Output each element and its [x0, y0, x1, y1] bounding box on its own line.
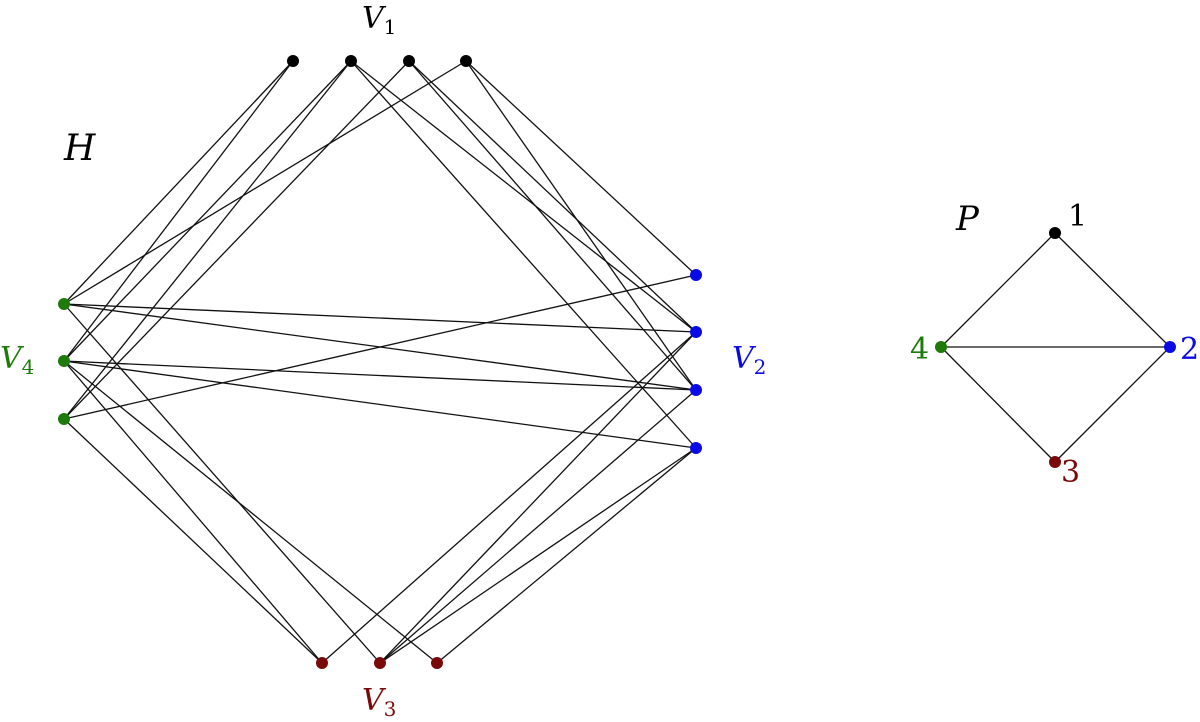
h-edge-c2-b4	[379, 447, 697, 664]
h-vertex-v1-a2	[345, 55, 357, 67]
part-label-v3-index: 3	[384, 697, 397, 721]
h-edge-c2-b3	[379, 389, 697, 664]
h-vertex-v2-b3	[690, 384, 702, 396]
h-vertex-v4-d1	[58, 298, 70, 310]
p-edge-p1-p2	[1054, 232, 1171, 348]
graph-h-title: H	[63, 128, 96, 169]
graph-p-edges	[940, 232, 1171, 463]
p-vertex-1	[1049, 227, 1061, 239]
part-label-v3: V3	[362, 683, 396, 721]
p-vertex-3	[1049, 456, 1061, 468]
p-vertex-label-4: 4	[910, 332, 929, 367]
h-vertex-v3-c3	[431, 657, 443, 669]
h-edge-a2-b2	[350, 60, 697, 333]
h-vertex-v2-b2	[690, 326, 702, 338]
p-vertex-4	[935, 341, 947, 353]
h-vertex-v1-a3	[403, 55, 415, 67]
h-edge-a4-b1	[465, 60, 697, 276]
h-vertex-v1-a4	[460, 55, 472, 67]
h-vertex-v3-c2	[374, 657, 386, 669]
h-edge-d2-c1	[63, 360, 323, 664]
part-label-v2-index: 2	[754, 355, 767, 379]
part-label-v4-index: 4	[22, 355, 35, 379]
h-edge-a3-b2	[408, 60, 697, 333]
graph-p-title: P	[955, 199, 980, 239]
part-label-v4: V4	[0, 341, 34, 379]
part-label-v1-letter: V	[362, 1, 387, 36]
p-vertex-label-2: 2	[1180, 332, 1199, 367]
p-vertex-label-1: 1	[1068, 199, 1087, 234]
p-vertex-label-3: 3	[1061, 455, 1080, 490]
h-vertex-v4-d2	[58, 355, 70, 367]
h-edge-a3-b3	[408, 60, 697, 391]
part-label-v2: V2	[732, 341, 766, 379]
h-vertex-v3-c1	[316, 657, 328, 669]
h-vertex-v1-a1	[287, 55, 299, 67]
part-label-v2-letter: V	[732, 341, 757, 376]
h-edge-a1-d1	[63, 60, 294, 305]
h-edge-d2-b3	[63, 360, 697, 391]
h-vertex-v2-b1	[690, 269, 702, 281]
h-edge-a2-d3	[63, 60, 352, 420]
h-vertex-v4-d3	[58, 413, 70, 425]
part-label-v1: V1	[362, 1, 396, 39]
graph-h-vertices	[58, 55, 702, 669]
p-vertex-2	[1164, 341, 1176, 353]
h-edge-c2-b2	[379, 331, 697, 664]
h-edge-d1-b2	[63, 303, 697, 333]
part-label-v3-letter: V	[362, 683, 387, 718]
h-edge-a4-d1	[63, 60, 467, 305]
h-edge-a1-d2	[63, 60, 294, 362]
graph-p-vertices	[935, 227, 1176, 468]
p-edge-p1-p4	[940, 232, 1056, 348]
part-label-v1-index: 1	[384, 15, 397, 39]
h-edge-c1-b2	[321, 331, 697, 664]
h-edge-a2-b4	[350, 60, 697, 449]
p-edge-p4-p3	[940, 346, 1056, 463]
h-edge-a4-b3	[465, 60, 697, 391]
h-edge-d3-b1	[63, 274, 697, 420]
h-edge-a3-d3	[63, 60, 410, 420]
h-edge-d3-c1	[63, 418, 323, 664]
h-edge-d2-b4	[63, 360, 697, 449]
h-vertex-v2-b4	[690, 442, 702, 454]
h-edge-c3-b4	[436, 447, 697, 664]
graph-h-edges	[63, 60, 697, 664]
h-edge-a2-d2	[63, 60, 352, 362]
p-edge-p3-p2	[1054, 346, 1171, 463]
h-edge-d2-c3	[63, 360, 438, 664]
part-label-v4-letter: V	[0, 341, 25, 376]
